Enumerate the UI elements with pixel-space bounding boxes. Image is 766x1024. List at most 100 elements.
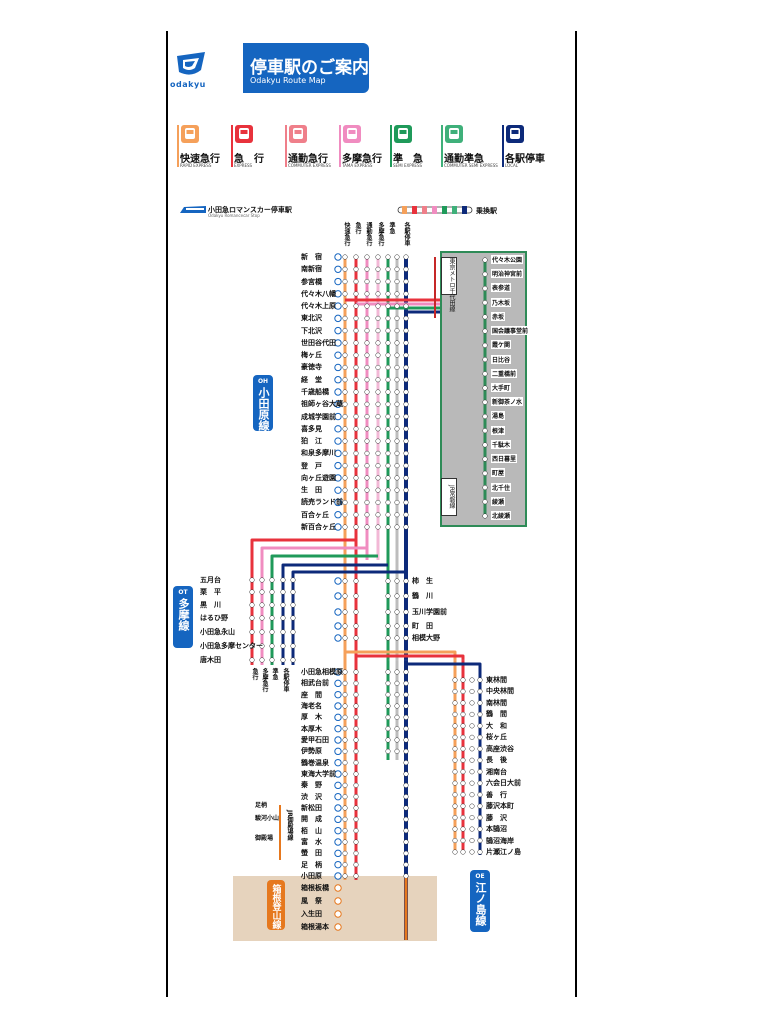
station-name: 祖師ヶ谷大蔵 — [301, 400, 343, 409]
station-stop-marker — [342, 794, 348, 800]
station-name: 風 祭 — [301, 897, 322, 905]
station-name: 御殿場 — [255, 835, 274, 842]
legend-label: 各駅停車 — [505, 154, 545, 165]
tama-footer-head: 準急 — [271, 668, 278, 680]
station-stop-marker — [342, 266, 348, 272]
station-name: 六会日大前 — [486, 779, 521, 788]
tama-semi-branch — [270, 554, 378, 665]
station-stop-marker — [452, 826, 458, 832]
enoshima-line-badge: OE 江ノ島線 — [470, 870, 490, 932]
station-stop-marker — [452, 734, 458, 740]
station-stop-marker — [385, 609, 391, 615]
station-name: 長 後 — [486, 756, 507, 765]
station-number-icon — [334, 860, 342, 869]
transfer-legend-swatch — [422, 206, 427, 214]
station-stop-marker — [375, 254, 381, 260]
station-number-icon — [334, 253, 342, 261]
station-stop-marker — [249, 615, 255, 621]
odakyu-logo-icon — [177, 52, 205, 75]
station-stop-marker — [375, 303, 381, 309]
enoshima-rapid-branch — [345, 650, 457, 850]
station-stop-marker — [403, 512, 409, 518]
station-stop-marker — [452, 849, 458, 855]
station-stop-marker — [364, 499, 370, 506]
station-stop-marker — [394, 401, 400, 407]
station-stop-marker — [375, 475, 381, 481]
station-stop-marker — [364, 278, 370, 285]
legend-label-en: TAMA EXPRESS — [342, 163, 373, 168]
station-stop-marker — [403, 278, 409, 285]
station-stop-marker — [385, 593, 391, 599]
station-name: 東北沢 — [301, 314, 322, 323]
station-name: 東林間 — [486, 676, 507, 684]
station-stop-marker — [385, 726, 391, 732]
station-stop-marker — [342, 512, 348, 518]
station-stop-marker — [342, 315, 348, 321]
station-stop-marker — [403, 635, 409, 641]
legend-label-en: SEMI EXPRESS — [393, 163, 423, 168]
station-stop-marker — [342, 487, 348, 493]
station-number-icon — [334, 376, 342, 384]
station-stop-marker — [353, 609, 359, 615]
tama-express-branch — [250, 538, 356, 665]
station-name: 小田原 — [301, 872, 322, 880]
station-stop-marker — [482, 371, 488, 377]
station-stop-marker — [375, 266, 381, 272]
station-name: 読売ランド前 — [301, 498, 343, 507]
enoshima-spacer — [388, 659, 473, 850]
station-stop-marker — [403, 266, 409, 272]
station-stop-marker — [259, 657, 265, 663]
station-stop-marker — [353, 524, 359, 530]
station-name: 渋 沢 — [301, 792, 322, 801]
station-stop-marker — [403, 475, 409, 481]
station-stop-marker — [403, 364, 409, 371]
station-name: はるひ野 — [200, 614, 228, 622]
tama-line-badge: OT 多摩線 — [173, 586, 193, 648]
station-stop-marker — [353, 771, 359, 777]
station-stop-marker — [375, 524, 381, 530]
service-column-head: 多摩急行 — [377, 222, 384, 246]
station-name: 黒 川 — [200, 601, 221, 609]
station-stop-marker — [364, 413, 370, 420]
station-name: 足柄 — [255, 802, 268, 809]
station-stop-marker — [460, 757, 466, 763]
station-stop-marker — [353, 413, 359, 420]
station-number-icon — [334, 290, 342, 298]
station-stop-marker — [364, 389, 370, 395]
station-stop-marker — [394, 377, 400, 383]
station-stop-marker — [394, 254, 400, 260]
station-name: 北千住 — [491, 482, 512, 492]
train-icon — [394, 125, 412, 143]
station-stop-marker — [394, 512, 400, 518]
station-stop-marker — [469, 837, 475, 844]
station-name: 梅ヶ丘 — [301, 351, 322, 360]
station-stop-marker — [375, 340, 381, 346]
station-number-icon — [334, 758, 342, 767]
station-stop-marker — [394, 623, 400, 629]
station-name: 海老名 — [301, 702, 322, 710]
station-stop-marker — [353, 352, 359, 358]
station-stop-marker — [342, 726, 348, 732]
station-name: 百合ヶ丘 — [301, 510, 329, 519]
station-stop-marker — [353, 340, 359, 346]
station-stop-marker — [394, 438, 400, 444]
station-stop-marker — [342, 873, 348, 879]
station-name: 箱根湯本 — [301, 923, 329, 931]
station-stop-marker — [364, 315, 370, 321]
station-stop-marker — [452, 700, 458, 706]
station-stop-marker — [385, 291, 391, 297]
station-stop-marker — [353, 680, 359, 686]
station-stop-marker — [403, 389, 409, 395]
station-stop-marker — [353, 426, 359, 432]
odawara-line-badge: OH 小田原線 — [253, 375, 273, 431]
station-stop-marker — [385, 463, 391, 469]
station-name: 成城学園前 — [301, 412, 336, 421]
station-stop-marker — [403, 692, 409, 698]
station-stop-marker — [394, 315, 400, 321]
station-name: 栢 山 — [301, 826, 322, 835]
station-stop-marker — [394, 714, 400, 720]
station-stop-marker — [394, 578, 400, 584]
station-number-icon — [334, 679, 342, 688]
station-name: 下北沢 — [301, 326, 322, 335]
